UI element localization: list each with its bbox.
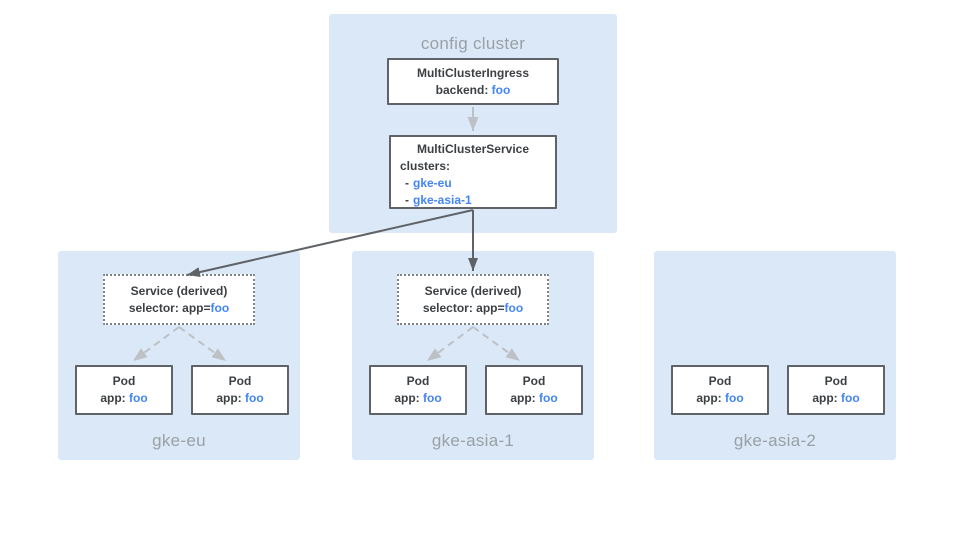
- backend-value: foo: [491, 82, 511, 97]
- multiclusterservice-title: MultiClusterService: [416, 142, 530, 156]
- selector-value: foo: [504, 300, 524, 315]
- cluster-name-label: gke-eu: [152, 431, 206, 450]
- pod-title: Pod: [824, 374, 848, 388]
- pod-title: Pod: [112, 374, 136, 388]
- cluster-name-label: gke-asia-2: [733, 431, 817, 450]
- pod-app: app: foo: [673, 390, 767, 407]
- pod-app: app: foo: [77, 390, 171, 407]
- mcs-cluster-name: gke-asia-1: [413, 193, 472, 207]
- cluster-panel-gke-asia-1: Service (derived) selector: app=foo Pod …: [352, 251, 594, 460]
- pod-node: Pod app: foo: [787, 365, 885, 415]
- app-label: app:: [100, 391, 129, 405]
- backend-label: backend:: [435, 82, 492, 97]
- mcs-cluster-item: -gke-asia-1: [400, 192, 555, 209]
- list-dash: -: [405, 176, 409, 190]
- app-value: foo: [423, 391, 442, 405]
- app-label: app:: [510, 391, 539, 405]
- selector-label: selector: app=: [422, 300, 505, 315]
- pod-app: app: foo: [487, 390, 581, 407]
- pod-app: app: foo: [193, 390, 287, 407]
- app-value: foo: [129, 391, 148, 405]
- pod-title: Pod: [406, 374, 430, 388]
- mcs-clusters-label: clusters:: [400, 159, 451, 173]
- config-cluster-panel: config cluster MultiClusterIngress backe…: [329, 14, 617, 233]
- pod-node: Pod app: foo: [369, 365, 467, 415]
- app-label: app:: [812, 391, 841, 405]
- pod-title: Pod: [522, 374, 546, 388]
- service-title: Service (derived): [424, 283, 522, 298]
- pod-title: Pod: [708, 374, 732, 388]
- cluster-name-label: gke-asia-1: [431, 431, 515, 450]
- cluster-panel-gke-eu: Service (derived) selector: app=foo Pod …: [58, 251, 300, 460]
- multiclusterservice-node: MultiClusterService clusters: -gke-eu -g…: [389, 135, 557, 209]
- service-selector: selector: app=foo: [105, 300, 253, 317]
- multiclusteringress-node: MultiClusterIngress backend: foo: [387, 58, 559, 105]
- pod-app: app: foo: [371, 390, 465, 407]
- app-label: app:: [216, 391, 245, 405]
- multiclusteringress-title: MultiClusterIngress: [416, 65, 530, 80]
- config-cluster-label: config cluster: [420, 34, 526, 53]
- pod-title: Pod: [228, 374, 252, 388]
- pod-node: Pod app: foo: [191, 365, 289, 415]
- service-selector: selector: app=foo: [399, 300, 547, 317]
- pod-node: Pod app: foo: [671, 365, 769, 415]
- pod-app: app: foo: [789, 390, 883, 407]
- app-label: app:: [394, 391, 423, 405]
- app-value: foo: [841, 391, 860, 405]
- list-dash: -: [405, 193, 409, 207]
- selector-label: selector: app=: [128, 300, 211, 315]
- mcs-cluster-item: -gke-eu: [400, 175, 555, 192]
- app-value: foo: [725, 391, 744, 405]
- selector-value: foo: [210, 300, 230, 315]
- derived-service-node: Service (derived) selector: app=foo: [397, 274, 549, 325]
- app-label: app:: [696, 391, 725, 405]
- mcs-cluster-name: gke-eu: [413, 176, 452, 190]
- multiclusteringress-backend: backend: foo: [389, 82, 557, 99]
- pod-node: Pod app: foo: [75, 365, 173, 415]
- service-title: Service (derived): [130, 283, 228, 298]
- cluster-panel-gke-asia-2: Pod app: foo Pod app: foo gke-asia-2: [654, 251, 896, 460]
- app-value: foo: [245, 391, 264, 405]
- pod-node: Pod app: foo: [485, 365, 583, 415]
- derived-service-node: Service (derived) selector: app=foo: [103, 274, 255, 325]
- app-value: foo: [539, 391, 558, 405]
